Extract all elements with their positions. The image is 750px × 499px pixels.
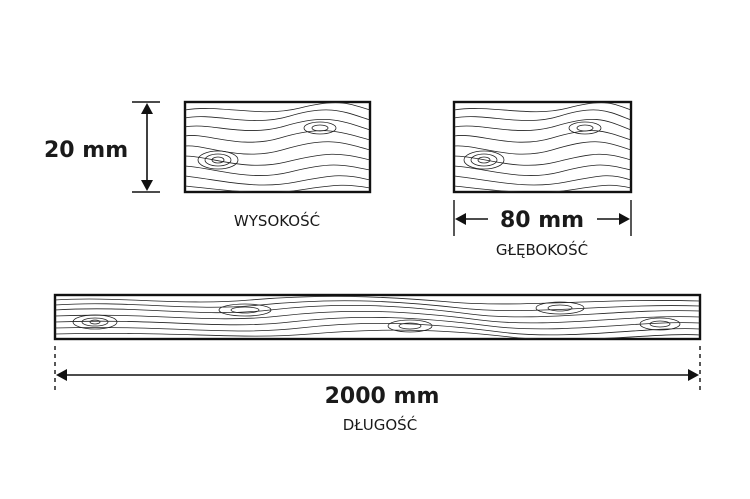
depth-caption: GŁĘBOKOŚĆ: [496, 240, 588, 259]
arrowhead-right-icon: [619, 213, 630, 225]
arrowhead-down-icon: [141, 180, 153, 191]
arrowhead-right-icon: [688, 369, 699, 381]
arrowhead-up-icon: [141, 103, 153, 114]
length-dimension: 2000 mm DŁUGOŚĆ: [54, 346, 701, 434]
height-dimension: 20 mm WYSOKOŚĆ: [44, 101, 320, 230]
depth-dimension: 80 mm GŁĘBOKOŚĆ: [453, 200, 632, 259]
length-value: 2000 mm: [325, 384, 440, 409]
wood-grain-pattern: [55, 295, 700, 339]
cross-section-board-depth: [452, 100, 633, 194]
height-caption: WYSOKOŚĆ: [234, 211, 320, 230]
height-view: [183, 100, 372, 194]
arrowhead-left-icon: [56, 369, 67, 381]
depth-view: [452, 100, 633, 194]
arrowhead-left-icon: [455, 213, 466, 225]
length-caption: DŁUGOŚĆ: [343, 415, 417, 434]
depth-value: 80 mm: [500, 208, 584, 233]
cross-section-board-height: [183, 100, 372, 194]
length-view: [53, 293, 702, 341]
height-value: 20 mm: [44, 138, 128, 163]
wood-grain-pattern: [454, 102, 631, 192]
wood-grain-pattern: [185, 102, 370, 192]
